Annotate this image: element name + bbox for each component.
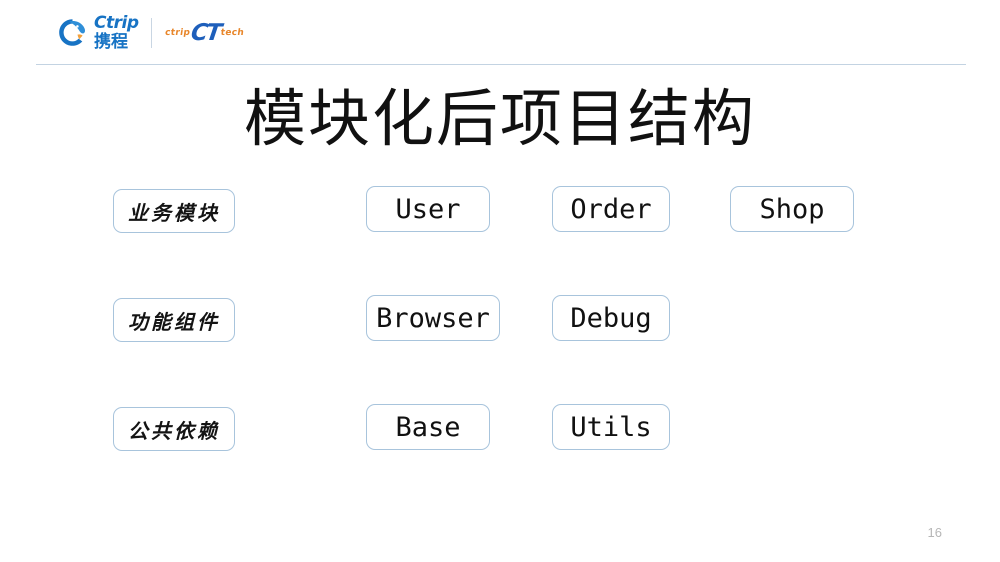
ctrip-tech-monogram: CT <box>189 19 223 46</box>
module-label-utils: Utils <box>570 411 652 443</box>
module-box-browser[interactable]: Browser <box>366 295 500 341</box>
row-label-dependencies-text: 公共依赖 <box>128 418 220 443</box>
module-label-browser: Browser <box>376 302 490 334</box>
module-box-shop[interactable]: Shop <box>730 186 854 232</box>
module-box-base[interactable]: Base <box>366 404 490 450</box>
module-label-base: Base <box>395 411 461 443</box>
ctrip-logo-chinese: 携程 <box>94 32 128 52</box>
diagram-row-business: 业务模块 User Order Shop <box>0 180 1000 289</box>
ctrip-logo-english: Ctrip <box>94 13 139 33</box>
row-label-components-text: 功能组件 <box>128 309 220 334</box>
page-title: 模块化后项目结构 <box>243 82 756 155</box>
module-label-shop: Shop <box>759 193 825 225</box>
module-label-user: User <box>395 193 461 225</box>
row-label-components: 功能组件 <box>113 298 235 342</box>
module-label-order: Order <box>570 193 652 225</box>
ctrip-tech-left-text: ctrip <box>164 28 192 38</box>
logo-group: Ctrip 携程 ctrip CT tech <box>56 12 245 54</box>
module-label-debug: Debug <box>570 302 652 334</box>
module-box-user[interactable]: User <box>366 186 490 232</box>
row-label-business: 业务模块 <box>113 189 235 233</box>
ctrip-dolphin-icon <box>56 16 90 50</box>
module-box-debug[interactable]: Debug <box>552 295 670 341</box>
diagram-row-components: 功能组件 Browser Debug <box>0 289 1000 398</box>
ctrip-wordmark: Ctrip 携程 <box>94 13 139 52</box>
slide-header: Ctrip 携程 ctrip CT tech <box>0 0 1000 66</box>
ctrip-tech-right-text: tech <box>220 28 246 38</box>
row-label-dependencies: 公共依赖 <box>113 407 235 451</box>
ctrip-tech-logo: ctrip CT tech <box>163 18 246 48</box>
diagram-row-dependencies: 公共依赖 Base Utils <box>0 398 1000 507</box>
module-box-utils[interactable]: Utils <box>552 404 670 450</box>
logo-divider <box>151 18 153 48</box>
module-box-order[interactable]: Order <box>552 186 670 232</box>
module-structure-diagram: 业务模块 User Order Shop 功能组件 Browser <box>0 180 1000 507</box>
row-label-business-text: 业务模块 <box>128 200 220 225</box>
page-number: 16 <box>927 525 942 540</box>
ctrip-logo: Ctrip 携程 <box>56 13 139 53</box>
header-divider-rule <box>36 64 966 65</box>
